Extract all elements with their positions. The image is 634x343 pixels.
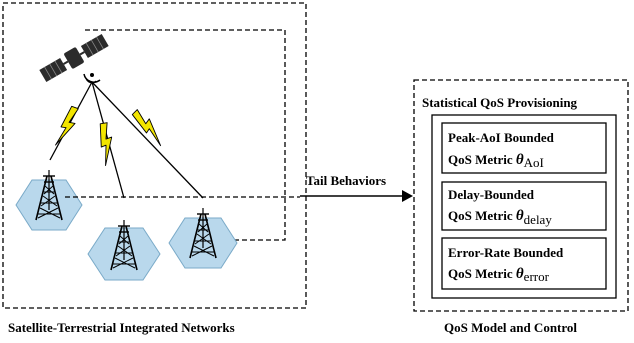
link-to-tower-3 (91, 81, 204, 199)
right-panel-title: Statistical QoS Provisioning (422, 95, 578, 110)
svg-text:QoS Metric θerror: QoS Metric θerror (448, 266, 550, 284)
connector-label: Tail Behaviors (306, 173, 386, 188)
svg-text:Peak-AoI Bounded: Peak-AoI Bounded (448, 130, 555, 145)
link-to-tower-1 (49, 81, 93, 161)
svg-text:QoS Metric θdelay: QoS Metric θdelay (448, 208, 552, 227)
svg-text:QoS Metric θAoI: QoS Metric θAoI (448, 152, 544, 170)
satellite-dish-icon (83, 73, 101, 83)
satellite-icon (39, 33, 109, 83)
left-panel-caption: Satellite-Terrestrial Integrated Network… (8, 320, 235, 335)
right-panel-border (413, 79, 629, 312)
lightning-icon (54, 104, 81, 150)
metric-box-peak-aoi: Peak-AoI Bounded QoS Metric θAoI (441, 122, 607, 174)
svg-text:Error-Rate Bounded: Error-Rate Bounded (448, 245, 564, 260)
right-panel-caption: QoS Model and Control (444, 320, 577, 335)
arrow-head-icon (402, 190, 413, 202)
svg-text:Delay-Bounded: Delay-Bounded (448, 187, 535, 202)
metric-box-delay: Delay-Bounded QoS Metric θdelay (441, 181, 607, 231)
metric-box-error-rate: Error-Rate Bounded QoS Metric θerror (441, 237, 607, 290)
feedback-dashed-loop (85, 29, 286, 241)
